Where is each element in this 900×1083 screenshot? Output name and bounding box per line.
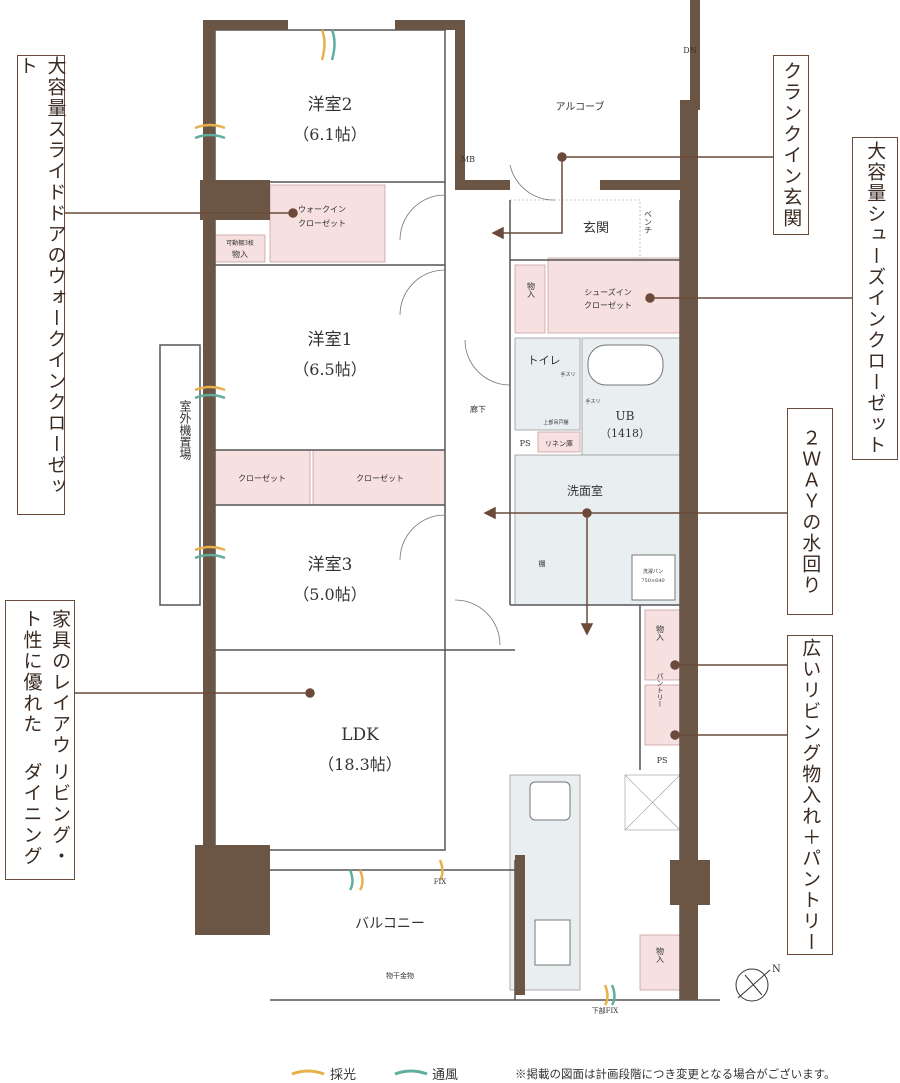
svg-text:PS: PS bbox=[520, 439, 531, 448]
svg-text:洋室1: 洋室1 bbox=[308, 330, 353, 350]
svg-text:クローゼット: クローゼット bbox=[238, 473, 286, 483]
svg-text:棚: 棚 bbox=[539, 559, 546, 568]
callout-living-line1: 家具のレイアウト性に優れた bbox=[20, 609, 72, 756]
svg-text:シューズイン: シューズイン bbox=[584, 287, 632, 297]
svg-text:LDK: LDK bbox=[341, 725, 379, 745]
legend-light-label: 採光 bbox=[330, 1068, 357, 1083]
svg-text:玄関: 玄関 bbox=[583, 221, 609, 236]
callout-living-dining: 家具のレイアウト性に優れた リビング・ダイニング bbox=[5, 600, 75, 880]
svg-text:PS: PS bbox=[657, 756, 668, 765]
svg-text:ベンチ: ベンチ bbox=[644, 210, 653, 234]
callout-2way-water: ２ＷＡＹの水回り bbox=[787, 408, 833, 615]
callout-pantry: 広いリビング物入れ＋パントリー bbox=[787, 635, 833, 955]
svg-text:DN: DN bbox=[683, 46, 696, 55]
svg-text:（18.3帖）: （18.3帖） bbox=[318, 755, 402, 774]
svg-text:アルコーブ: アルコーブ bbox=[555, 100, 604, 113]
svg-text:N: N bbox=[772, 964, 781, 975]
svg-text:ウォークイン: ウォークイン bbox=[298, 205, 346, 214]
svg-text:物入: 物入 bbox=[656, 624, 665, 641]
svg-text:物干金物: 物干金物 bbox=[386, 971, 414, 980]
svg-text:可動棚3枚: 可動棚3枚 bbox=[226, 239, 254, 247]
svg-text:リネン庫: リネン庫 bbox=[545, 439, 573, 448]
svg-text:洗面室: 洗面室 bbox=[567, 483, 603, 498]
svg-text:物入: 物入 bbox=[656, 946, 665, 963]
svg-text:手スリ: 手スリ bbox=[560, 371, 575, 378]
legend-wind: 通風 bbox=[432, 1064, 458, 1083]
svg-text:廊下: 廊下 bbox=[470, 404, 486, 414]
svg-text:物入: 物入 bbox=[527, 281, 536, 298]
legend-wind-label: 通風 bbox=[432, 1068, 459, 1083]
sink bbox=[529, 781, 571, 821]
svg-text:物入: 物入 bbox=[232, 249, 248, 259]
disclaimer-note: ※掲載の図面は計画段階につき変更となる場合がございます。 bbox=[515, 1067, 836, 1081]
svg-text:（1418）: （1418） bbox=[600, 427, 650, 440]
svg-text:下部FIX: 下部FIX bbox=[592, 1006, 619, 1015]
svg-text:（5.0帖）: （5.0帖） bbox=[293, 585, 366, 604]
svg-text:上部吊戸棚: 上部吊戸棚 bbox=[543, 419, 568, 426]
stove bbox=[534, 919, 571, 966]
svg-text:洋室2: 洋室2 bbox=[308, 95, 353, 115]
bathtub bbox=[587, 344, 664, 386]
room-labels: 洋室2 （6.1帖） ウォークイン クローゼット 可動棚3枚 物入 洋室1 （6… bbox=[178, 46, 697, 1015]
legend-light: 採光 bbox=[330, 1064, 356, 1083]
callout-crank-in-entrance: クランクイン玄関 bbox=[773, 55, 809, 235]
light-legend-icon bbox=[291, 1069, 325, 1076]
svg-text:（6.5帖）: （6.5帖） bbox=[293, 360, 366, 379]
svg-text:UB: UB bbox=[616, 409, 635, 423]
svg-text:室外機置場: 室外機置場 bbox=[178, 399, 192, 461]
svg-text:クローゼット: クローゼット bbox=[356, 473, 404, 483]
svg-text:クローゼット: クローゼット bbox=[584, 300, 632, 310]
svg-text:750×640: 750×640 bbox=[641, 578, 664, 584]
svg-text:手スリ: 手スリ bbox=[585, 398, 600, 405]
svg-text:洋室3: 洋室3 bbox=[308, 555, 353, 575]
leader-lines bbox=[65, 152, 852, 740]
svg-text:トイレ: トイレ bbox=[528, 354, 561, 367]
callout-walk-in-closet: 大容量スライドドアのウォークインクローゼット bbox=[16, 55, 67, 515]
ventilation-marks bbox=[194, 29, 616, 1006]
compass-icon: N bbox=[735, 964, 781, 1002]
svg-text:FIX: FIX bbox=[434, 878, 447, 886]
svg-text:（6.1帖）: （6.1帖） bbox=[293, 125, 366, 144]
wind-legend-icon bbox=[394, 1069, 428, 1076]
svg-text:洗濯パン: 洗濯パン bbox=[643, 568, 663, 575]
svg-text:クローゼット: クローゼット bbox=[298, 218, 346, 228]
callout-living-line2: リビング・ダイニング bbox=[20, 761, 72, 867]
svg-text:バルコニー: バルコニー bbox=[355, 916, 425, 932]
callout-shoe-closet: 大容量シューズインクローゼット bbox=[852, 137, 898, 460]
svg-text:パントリー: パントリー bbox=[656, 673, 664, 708]
svg-text:MB: MB bbox=[461, 155, 475, 164]
